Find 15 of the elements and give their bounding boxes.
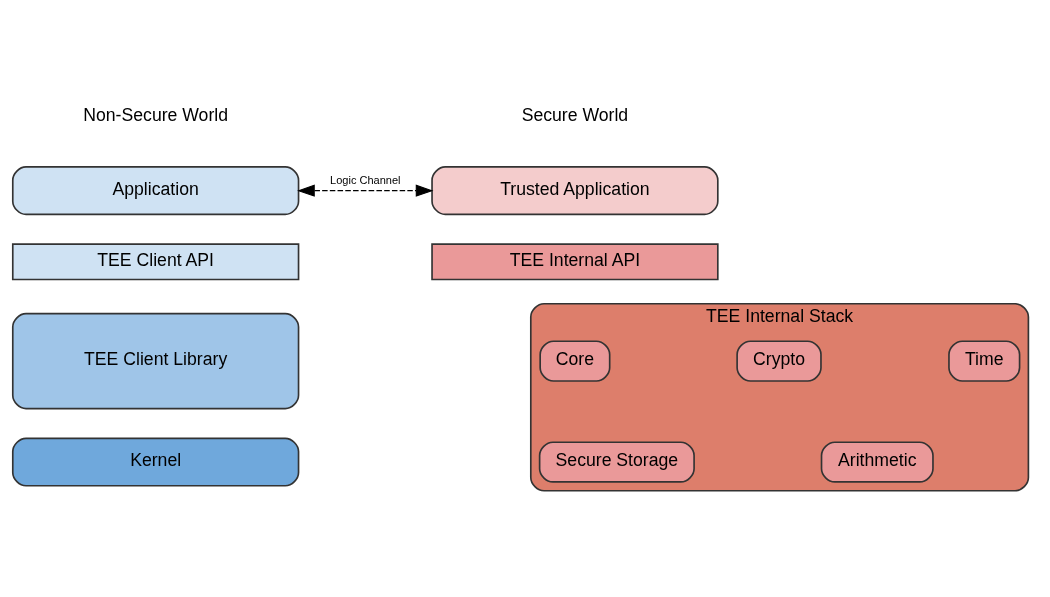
- node-box: TEE Client Library: [11, 312, 300, 410]
- node-box: Crypto: [736, 340, 822, 382]
- node-box: TEE Internal API: [431, 243, 719, 281]
- edge-label: Logic Channel: [330, 174, 401, 187]
- node-box: Kernel: [11, 437, 300, 487]
- label: Secure World: [521, 105, 629, 126]
- arrow: [297, 184, 434, 197]
- node-box: Core: [539, 340, 611, 382]
- node-box: TEE Client API: [11, 243, 300, 281]
- label: Non-Secure World: [83, 105, 229, 126]
- node-box: Trusted Application: [431, 166, 719, 216]
- node-box: Time: [948, 340, 1021, 382]
- node-box: Secure Storage: [538, 441, 695, 483]
- node-box: Application: [11, 166, 300, 216]
- node-box: Arithmetic: [820, 441, 934, 483]
